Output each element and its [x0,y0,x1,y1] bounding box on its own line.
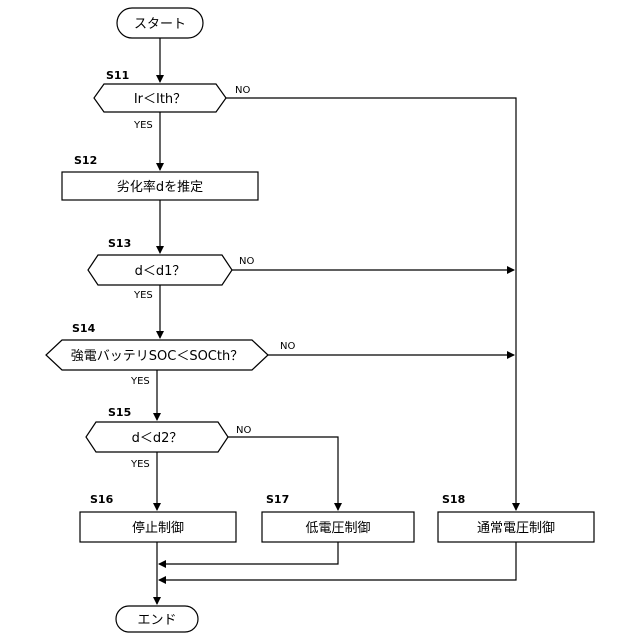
step-id-s17: S17 [266,493,289,506]
no-label-s15: NO [236,425,251,436]
yes-label-s15: YES [130,459,150,470]
step-id-s16: S16 [90,493,114,506]
decision-s11-text: Ir＜Ith？ [134,92,186,107]
yes-label-s13: YES [133,290,153,301]
no-label-s13: NO [239,256,254,267]
yes-label-s11: YES [133,120,153,131]
no-label-s14: NO [280,341,295,352]
yes-label-s14: YES [130,376,150,387]
step-id-s14: S14 [72,322,96,335]
decision-s13-text: d＜d1？ [135,264,186,279]
process-s18-text: 通常電圧制御 [477,521,555,536]
step-id-s18: S18 [442,493,465,506]
merge-connector-s17 [159,542,338,564]
no-label-s11: NO [235,85,250,96]
step-id-s11: S11 [106,69,129,82]
decision-s15-text: d＜d2？ [132,431,183,446]
end-label: エンド [137,613,176,628]
no-connector-s11 [226,98,516,510]
process-s17-text: 低電圧制御 [305,521,370,536]
step-id-s15: S15 [108,406,131,419]
step-id-s12: S12 [74,154,97,167]
decision-s14-text: 強電バッテリSOC＜SOCth？ [71,349,243,364]
step-id-s13: S13 [108,237,131,250]
process-s12-text: 劣化率dを推定 [117,179,203,195]
process-s16-text: 停止制御 [132,520,184,536]
start-label: スタート [134,17,186,32]
